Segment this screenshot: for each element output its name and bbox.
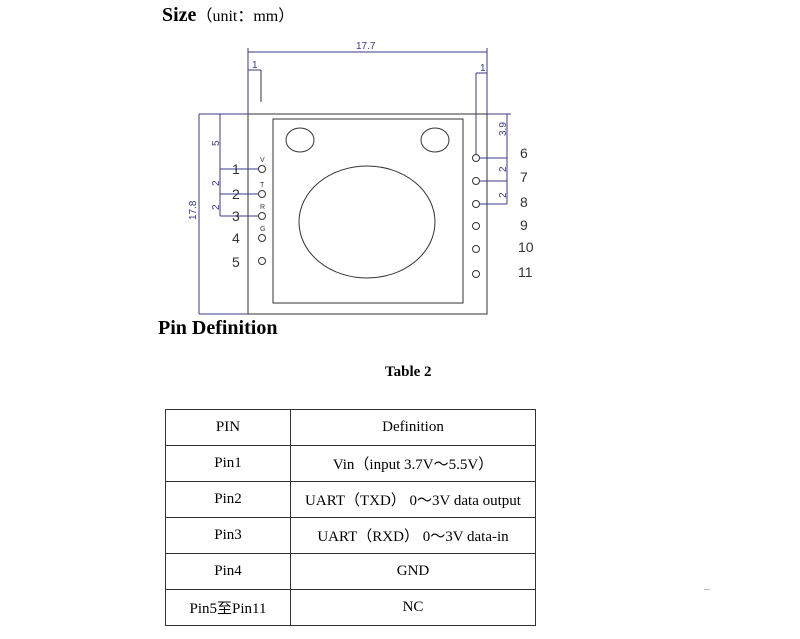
module-dimension-drawing: 17.7 1 1 17.8 5 2 2 V T R G 1 2 3 4 5 3.… <box>188 41 534 315</box>
left-pin-5: 5 <box>232 254 240 270</box>
module-outline <box>247 113 488 315</box>
left-pin-1: 1 <box>232 161 240 177</box>
header-definition: Definition <box>290 409 536 446</box>
dim-right-top-to-pin6: 3.9 <box>498 122 509 136</box>
dim-total-width: 17.7 <box>356 41 376 52</box>
size-heading: Size（unit：mm） <box>162 2 294 27</box>
left-pin-4: 4 <box>232 230 240 246</box>
table-row: Pin4 GND <box>165 553 536 590</box>
left-pin-2: 2 <box>232 186 240 202</box>
definition-cell: GND <box>290 553 536 590</box>
silk-g: G <box>260 226 265 233</box>
sensor-window <box>272 118 464 304</box>
table-row: Pin5至Pin11 NC <box>165 589 536 626</box>
dim-left-top-to-pin1: 5 <box>211 140 222 146</box>
table-header-row: PIN Definition <box>165 409 536 446</box>
size-title: Size <box>162 4 197 26</box>
pin-cell: Pin2 <box>165 481 291 518</box>
right-pin-holes <box>472 154 480 278</box>
stray-mark <box>704 589 710 590</box>
table-caption: Table 2 <box>385 364 432 380</box>
table-row: Pin1 Vin（input 3.7V～5.5V） <box>165 445 536 482</box>
definition-cell: UART（RXD） 0～3V data-in <box>290 517 536 554</box>
header-pin: PIN <box>165 409 291 446</box>
dim-left-offset: 1 <box>252 60 258 71</box>
definition-cell: UART（TXD） 0～3V data output <box>290 481 536 518</box>
pin-cell: Pin3 <box>165 517 291 554</box>
left-pin-holes <box>258 165 266 265</box>
mounting-hole-left <box>285 127 315 153</box>
right-pin-9: 9 <box>520 217 528 233</box>
dim-right-pitch-b: 2 <box>498 192 509 198</box>
left-pin-3: 3 <box>232 208 240 224</box>
right-pin-6: 6 <box>520 145 528 161</box>
pin-cell: Pin4 <box>165 553 291 590</box>
lens-circle <box>298 165 436 279</box>
definition-cell: Vin（input 3.7V～5.5V） <box>290 445 536 482</box>
mounting-hole-right <box>420 127 450 153</box>
pin-definition-heading: Pin Definition <box>158 317 278 339</box>
dim-right-pitch-a: 2 <box>498 166 509 172</box>
pin-definition-table: PIN Definition Pin1 Vin（input 3.7V～5.5V）… <box>165 409 536 626</box>
dim-left-pitch-b: 2 <box>211 204 222 210</box>
size-unit-note: （unit：mm） <box>196 8 295 25</box>
table-row: Pin3 UART（RXD） 0～3V data-in <box>165 517 536 554</box>
dim-left-pitch-a: 2 <box>211 180 222 186</box>
dim-right-offset: 1 <box>480 63 486 74</box>
table-row: Pin2 UART（TXD） 0～3V data output <box>165 481 536 518</box>
pin-cell: Pin5至Pin11 <box>165 589 291 626</box>
silk-t: T <box>260 182 265 189</box>
silk-v: V <box>260 157 265 164</box>
silk-r: R <box>260 204 265 211</box>
right-pin-7: 7 <box>520 169 528 185</box>
dim-total-height: 17.8 <box>188 200 199 220</box>
right-pin-10: 10 <box>518 239 534 255</box>
definition-cell: NC <box>290 589 536 626</box>
right-pin-11: 11 <box>518 264 533 280</box>
pin-cell: Pin1 <box>165 445 291 482</box>
right-pin-8: 8 <box>520 194 528 210</box>
